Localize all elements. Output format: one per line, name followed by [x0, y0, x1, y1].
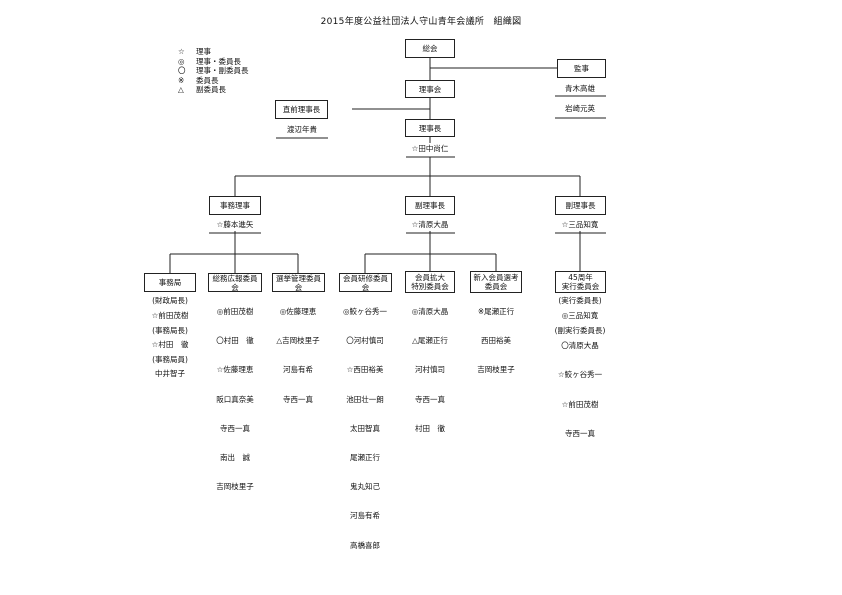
legend-symbol: ◎	[178, 56, 185, 66]
committee-box: 総務広報委員会	[208, 273, 262, 292]
committee-member: (副実行委員長)	[554, 325, 606, 335]
president-name: ☆田中尚仁	[411, 144, 449, 153]
committee-member: 南出 誠	[220, 453, 250, 462]
legend-symbol: ※	[178, 75, 185, 85]
committee-member: ◎鮫ヶ谷秀一	[342, 307, 388, 316]
committee-member: 西田裕美	[481, 336, 511, 346]
auditor-box: 監事	[557, 59, 606, 78]
former-president-name: 渡辺年貴	[287, 125, 317, 134]
committee-member: ☆鮫ヶ谷秀一	[557, 370, 603, 379]
committee-member: △尾瀬正行	[412, 336, 448, 346]
committee-member: 太田智真	[350, 423, 380, 433]
vice-president-box: 副理事長	[555, 196, 606, 215]
committee-box: 会員研修委員会	[339, 273, 392, 292]
board-box: 理事会	[405, 80, 455, 98]
legend-symbol: ☆	[178, 47, 185, 56]
legend-label: 副委員長	[196, 85, 226, 95]
committee-member: 池田壮一朗	[346, 394, 384, 404]
committee-member: 中井智子	[155, 369, 185, 378]
president-box: 理事長	[405, 119, 455, 137]
committee-member: ◎三品知寛	[561, 310, 599, 320]
legend-label: 理事・副委員長	[196, 66, 249, 76]
committee-member: 吉岡枝里子	[216, 482, 254, 492]
committee-member: 阪口真奈美	[216, 394, 254, 404]
committee-member: 村田 徹	[415, 423, 445, 433]
legend-label: 理事・委員長	[196, 56, 241, 66]
executive-director-box: 事務理事	[209, 196, 261, 215]
committee-member: ☆前田茂樹	[561, 400, 599, 409]
legend-item: △ 副委員長	[178, 85, 249, 95]
legend-label: 理事	[196, 47, 211, 56]
committee-member: 河島有希	[283, 365, 313, 375]
former-president-box: 直前理事長	[275, 100, 328, 119]
committee-member: (事務局長)	[152, 325, 188, 335]
executive-director-name: ☆藤本進矢	[216, 220, 254, 229]
committee-member: 高橋喜郎	[350, 540, 380, 550]
chart-title: 2015年度公益社団法人守山青年会議所 組織図	[320, 17, 522, 27]
committee-member: 鬼丸知己	[350, 482, 380, 492]
committee-box: 選挙管理委員会	[272, 273, 325, 292]
committee-box: 45周年 実行委員会	[555, 271, 606, 293]
committee-member: ◎佐藤理恵	[279, 307, 317, 316]
legend-symbol: 〇	[178, 66, 186, 76]
committee-member: ※尾瀬正行	[477, 307, 515, 316]
committee-member: 吉岡枝里子	[477, 365, 515, 375]
committee-member: 寺西一真	[283, 394, 313, 404]
committee-member: 寺西一真	[415, 394, 445, 404]
committee-member: 〇清原大晶	[561, 340, 599, 350]
committee-member: (事務局員)	[152, 355, 188, 364]
committee-member: 尾瀬正行	[350, 453, 380, 462]
committee-member: 河島有希	[350, 511, 380, 521]
committee-member: ☆前田茂樹	[151, 310, 189, 320]
committee-member: (実行委員長)	[558, 296, 602, 305]
legend-item: ◎ 理事・委員長	[178, 57, 249, 67]
committee-box: 会員拡大 特別委員会	[405, 271, 455, 293]
general-assembly-box: 総会	[405, 39, 455, 58]
legend-label: 委員長	[196, 75, 219, 85]
committee-member: △吉岡枝里子	[276, 336, 320, 346]
committee-member: 〇村田 徹	[216, 336, 254, 346]
committee-member: (財政局長)	[152, 296, 188, 305]
committee-member: ☆村田 徹	[151, 340, 189, 349]
committee-member: ◎清原大晶	[411, 307, 449, 316]
auditor-member: 青木高雄	[565, 84, 595, 93]
committee-member: ◎前田茂樹	[216, 307, 254, 316]
committee-member: 〇河村慎司	[346, 336, 384, 346]
auditor-member: 岩崎元英	[565, 104, 595, 113]
legend-item: 〇理事・副委員長	[178, 66, 249, 76]
legend-symbol: △	[178, 85, 184, 95]
vice-president-box: 副理事長	[405, 196, 455, 215]
committee-box: 事務局	[144, 273, 196, 292]
legend-item: ※ 委員長	[178, 76, 249, 86]
committee-member: ☆佐藤理恵	[216, 365, 254, 375]
vice-president-name: ☆清原大晶	[411, 220, 449, 229]
committee-member: 寺西一真	[565, 429, 595, 438]
legend: ☆ 理事 ◎ 理事・委員長 〇理事・副委員長 ※ 委員長 △ 副委員長	[178, 47, 249, 95]
committee-member: ☆西田裕美	[346, 365, 384, 375]
vice-president-name: ☆三品知寛	[561, 220, 599, 229]
committee-member: 河村慎司	[415, 365, 445, 375]
legend-item: ☆ 理事	[178, 47, 249, 57]
committee-member: 寺西一真	[220, 423, 250, 433]
committee-box: 新入会員選考 委員会	[470, 271, 522, 293]
